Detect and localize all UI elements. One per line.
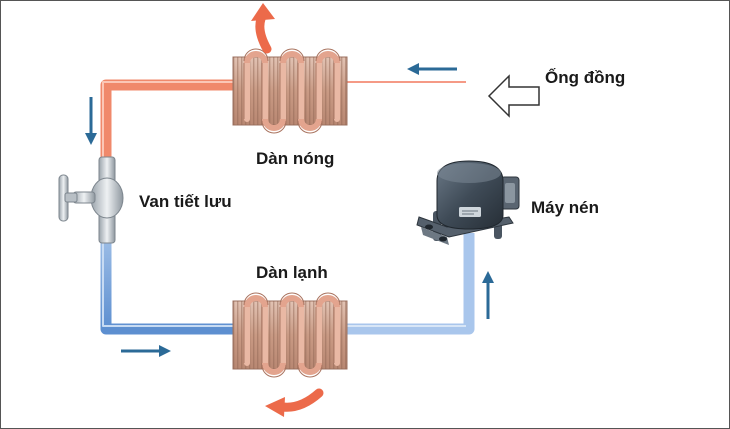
compressor-icon: [416, 160, 520, 245]
hollow-arrow-left-icon: [487, 74, 540, 118]
flow-arrow-down-icon: [85, 97, 97, 145]
label-valve: Van tiết lưu: [139, 192, 232, 211]
label-copper-pipe: Ống đồng: [545, 68, 626, 87]
heat-in-arrow-icon: [265, 388, 324, 417]
hot-coil: [232, 48, 348, 134]
flow-arrow-right-icon: [121, 345, 171, 357]
pipe-hot-top-left: [100, 79, 233, 159]
flow-arrows: [85, 63, 494, 357]
valve-icon: [58, 156, 124, 244]
pipe-cold-left-down: [100, 239, 233, 335]
heat-out-arrow-icon: [251, 3, 275, 54]
pipe-cold-right: [347, 233, 475, 335]
label-hot-coil: Dàn nóng: [256, 149, 335, 168]
label-cold-coil: Dàn lạnh: [256, 263, 328, 282]
flow-arrow-left-icon: [407, 63, 457, 75]
cold-coil: [232, 292, 348, 378]
flow-arrow-up-icon: [482, 271, 494, 319]
pipe-loop: [100, 79, 475, 335]
label-compressor: Máy nén: [531, 198, 600, 217]
